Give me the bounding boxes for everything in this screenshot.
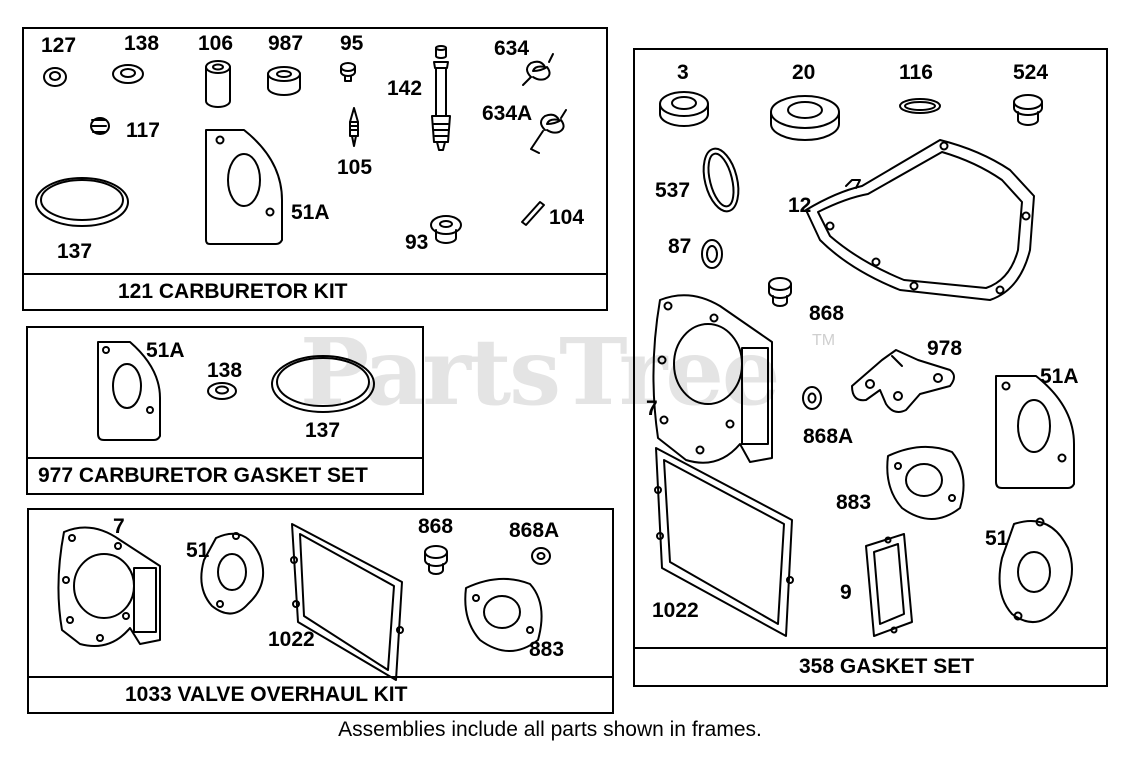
set-label-1022: 1022: [652, 599, 699, 622]
set-part-524-plug: [1013, 94, 1043, 126]
gasket-set-part-138: [207, 382, 237, 400]
set-part-87-seal: [701, 239, 723, 269]
valve-kit-part-868A-washer: [531, 547, 551, 565]
valve-label-868A: 868A: [509, 519, 560, 542]
gasket-set-title: 358 GASKET SET: [799, 655, 975, 678]
part-106-bushing: [205, 60, 231, 108]
set-label-51: 51: [985, 527, 1009, 550]
label-634A: 634A: [482, 102, 533, 125]
valve-label-883: 883: [529, 638, 565, 661]
valve-label-868: 868: [418, 515, 454, 538]
set-label-537: 537: [655, 179, 691, 202]
label-106: 106: [198, 32, 234, 55]
gasket-label-51A: 51A: [146, 339, 185, 362]
set-label-20: 20: [792, 61, 816, 84]
carburetor-kit-caption: 121 CARBURETOR KIT: [24, 273, 606, 309]
label-117: 117: [126, 119, 160, 142]
set-part-868A-washer: [802, 386, 822, 410]
set-label-7: 7: [646, 397, 658, 420]
label-138: 138: [124, 32, 160, 55]
set-part-978-bracket: [851, 349, 955, 413]
label-104: 104: [549, 206, 585, 229]
part-634-spring: [522, 53, 554, 86]
set-part-51-gasket: [998, 517, 1073, 623]
valve-kit-frame: 1033 VALVE OVERHAUL KIT: [27, 508, 614, 714]
part-138-washer: [112, 64, 144, 84]
label-51A: 51A: [291, 201, 330, 224]
label-127: 127: [41, 34, 77, 57]
valve-label-7: 7: [113, 515, 125, 538]
part-137-o-ring: [35, 177, 129, 227]
part-93-seat: [430, 215, 462, 244]
set-label-12: 12: [788, 194, 812, 217]
part-987-spacer: [267, 66, 301, 96]
valve-kit-part-7-head-gasket: [57, 526, 161, 647]
set-part-883-gasket: [886, 445, 965, 520]
set-part-1022-gasket: [654, 447, 794, 637]
set-label-868: 868: [809, 302, 845, 325]
set-part-3-seal: [659, 91, 709, 127]
label-105: 105: [337, 156, 373, 179]
gasket-set-frame: 358 GASKET SET: [633, 48, 1108, 687]
set-part-12-crankcase-gasket: [805, 139, 1035, 301]
part-95-screw: [340, 62, 356, 82]
valve-kit-caption: 1033 VALVE OVERHAUL KIT: [29, 676, 612, 712]
set-part-51A-gasket: [995, 375, 1075, 489]
watermark-trademark: TM: [812, 332, 836, 349]
part-105-needle: [349, 107, 359, 147]
set-part-7-head-gasket: [652, 294, 773, 464]
part-634A-spring: [530, 109, 567, 154]
carburetor-kit-frame: 121 CARBURETOR KIT: [22, 27, 608, 311]
valve-kit-part-868-seal: [424, 545, 448, 575]
carburetor-kit-title: 121 CARBURETOR KIT: [118, 280, 348, 303]
set-part-9-gasket: [865, 533, 913, 637]
valve-label-51: 51: [186, 539, 210, 562]
part-51A-gasket: [205, 129, 283, 245]
set-label-524: 524: [1013, 61, 1049, 84]
gasket-set-part-51A: [97, 341, 161, 441]
valve-kit-part-1022-gasket: [290, 523, 404, 681]
set-label-883: 883: [836, 491, 872, 514]
valve-kit-part-51-gasket: [200, 532, 264, 615]
set-part-116-o-ring: [899, 98, 941, 114]
set-part-20-seal: [770, 95, 840, 141]
gasket-set-caption: 358 GASKET SET: [635, 647, 1106, 685]
watermark: PartsTree: [300, 318, 780, 426]
gasket-label-137: 137: [305, 419, 341, 442]
set-label-978: 978: [927, 337, 963, 360]
valve-kit-title: 1033 VALVE OVERHAUL KIT: [125, 683, 408, 706]
label-95: 95: [340, 32, 364, 55]
set-label-116: 116: [899, 61, 933, 84]
carburetor-gasket-title: 977 CARBURETOR GASKET SET: [38, 464, 368, 487]
carburetor-gasket-caption: 977 CARBURETOR GASKET SET: [28, 457, 422, 493]
set-label-868A: 868A: [803, 425, 854, 448]
set-label-51A: 51A: [1040, 365, 1079, 388]
part-117-jet: [90, 117, 110, 135]
part-142-emulsion-tube: [431, 45, 451, 151]
part-127-washer: [43, 67, 67, 87]
set-label-87: 87: [668, 235, 692, 258]
set-label-9: 9: [840, 581, 852, 604]
label-93: 93: [405, 231, 429, 254]
valve-kit-part-883-gasket: [464, 577, 543, 652]
valve-label-1022: 1022: [268, 628, 315, 651]
set-label-3: 3: [677, 61, 689, 84]
label-137: 137: [57, 240, 93, 263]
gasket-label-138: 138: [207, 359, 243, 382]
label-142: 142: [387, 77, 423, 100]
label-634: 634: [494, 37, 530, 60]
set-part-537-o-ring: [702, 147, 740, 213]
set-part-868-seal: [768, 277, 792, 307]
label-987: 987: [268, 32, 304, 55]
part-104-pin: [521, 201, 545, 226]
assemblies-footnote: Assemblies include all parts shown in fr…: [338, 718, 762, 741]
carburetor-gasket-frame: 977 CARBURETOR GASKET SET: [26, 326, 424, 495]
gasket-set-part-137: [271, 355, 375, 413]
